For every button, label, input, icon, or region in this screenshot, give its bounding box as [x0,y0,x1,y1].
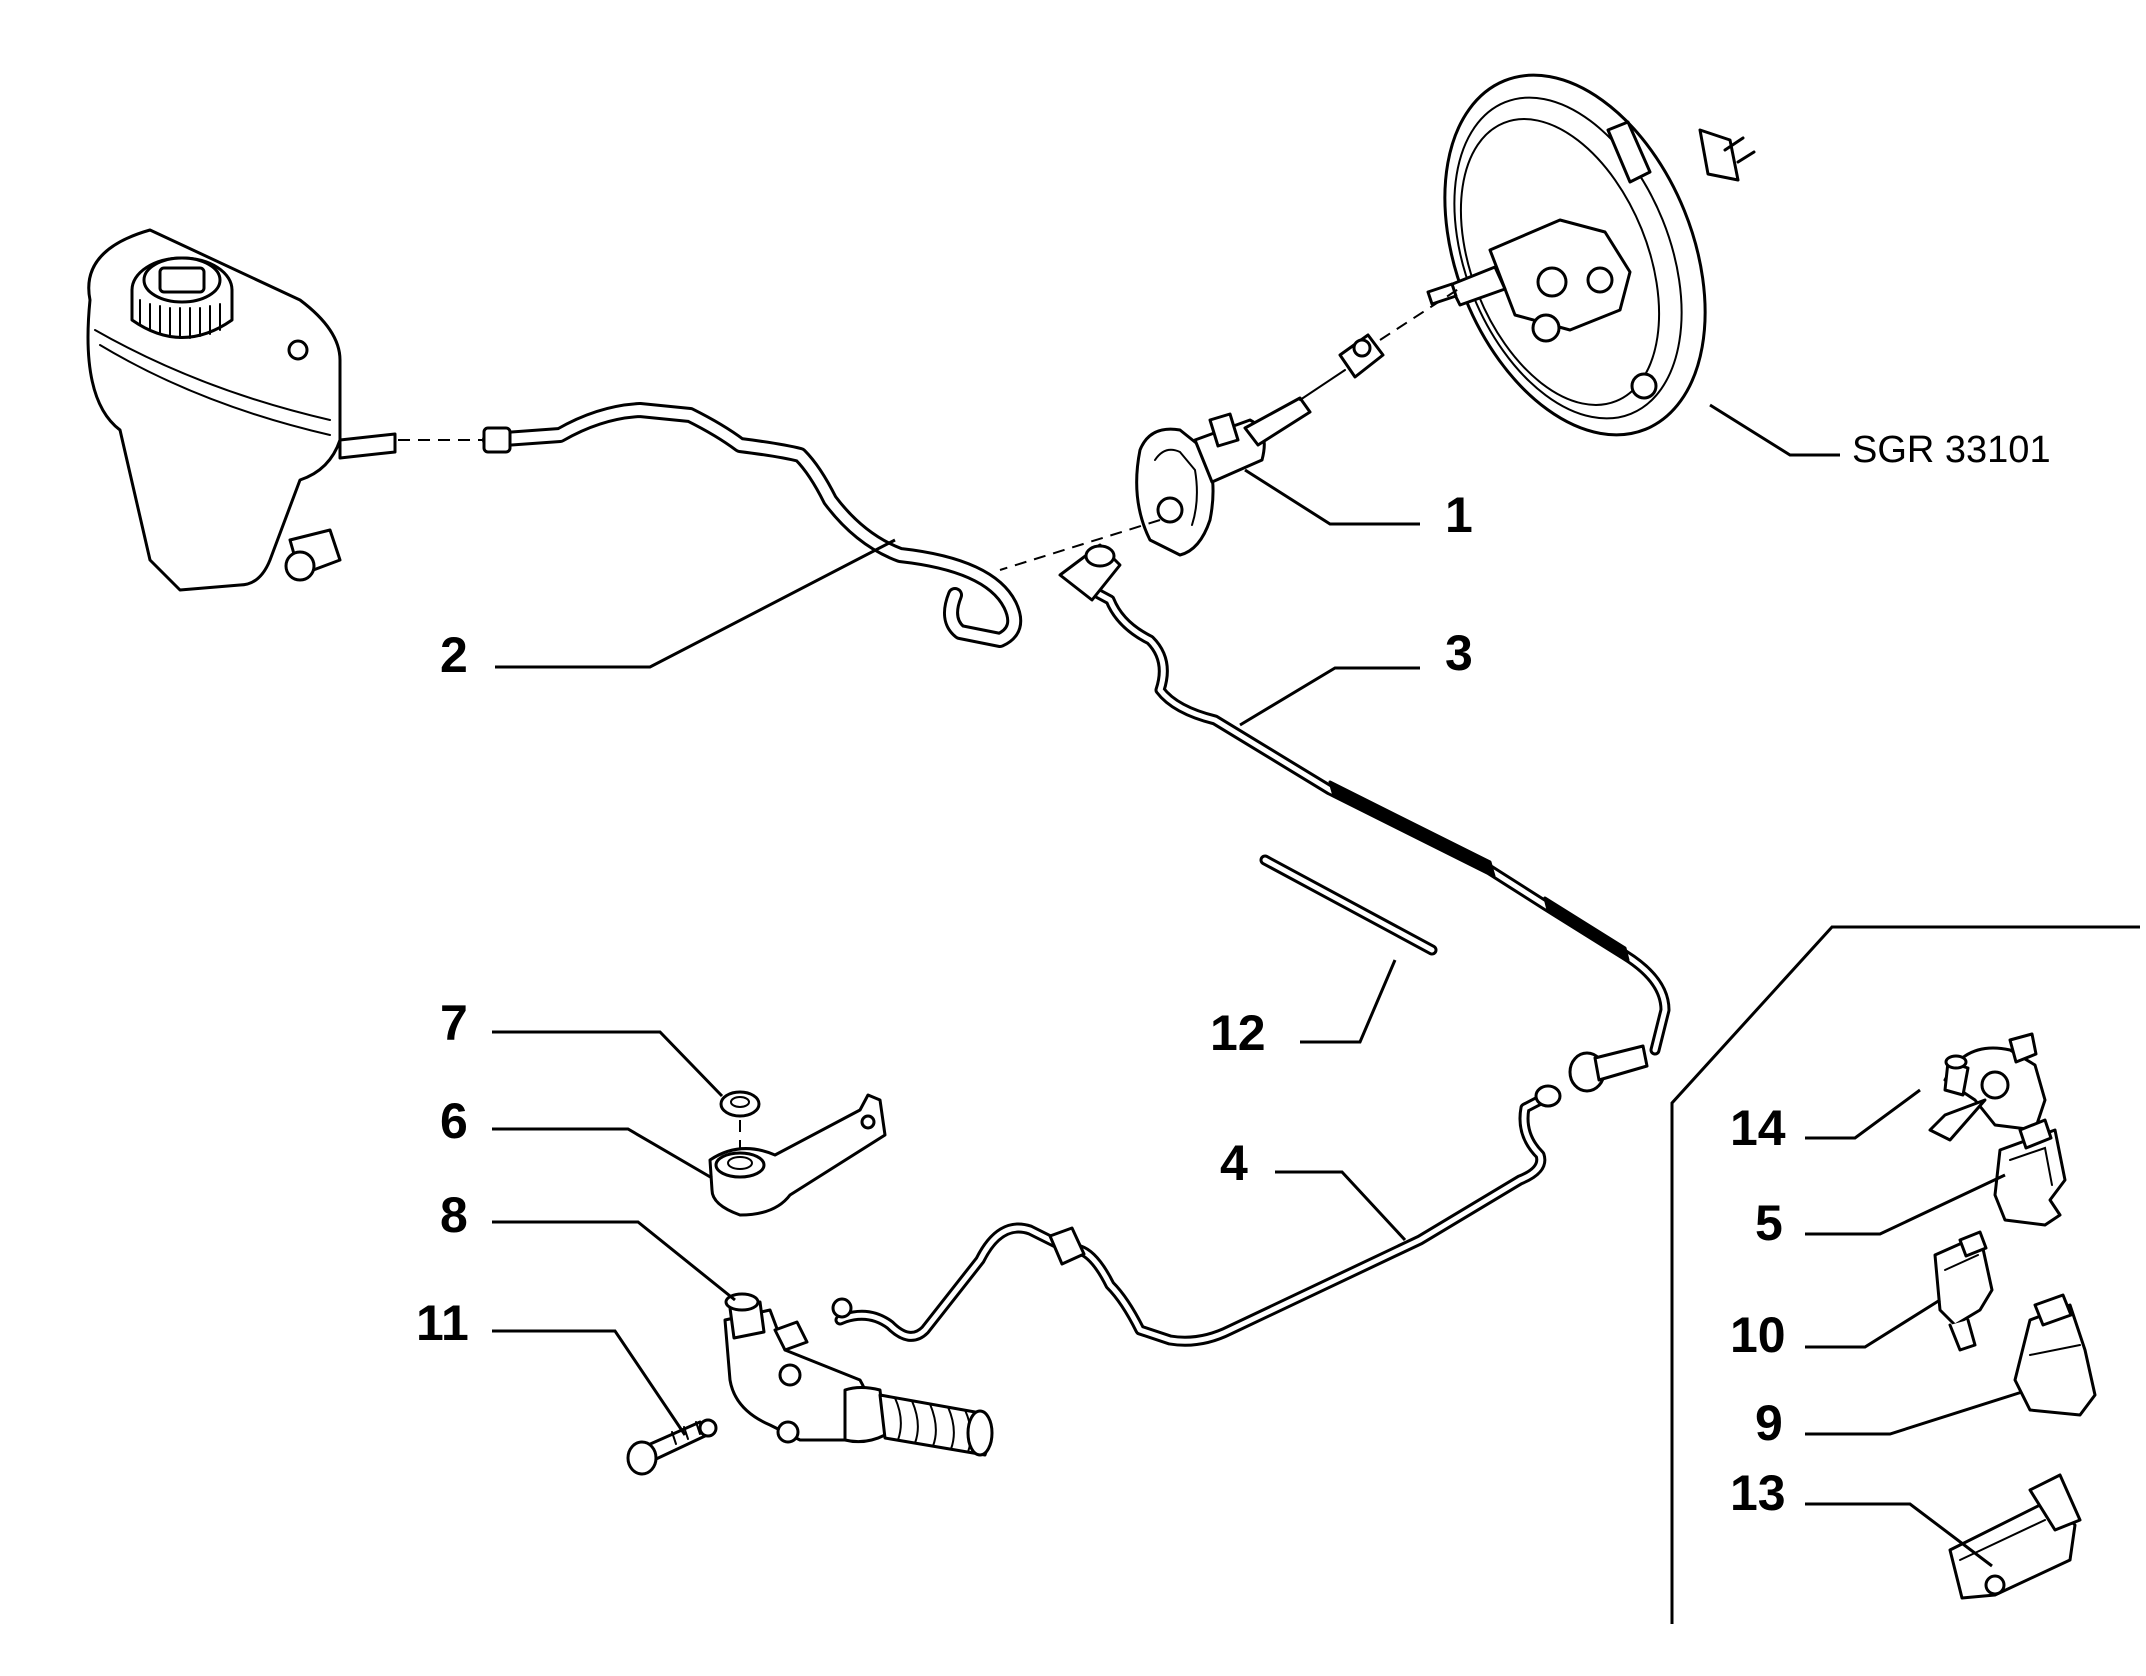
callout-11: 11 [416,1295,469,1351]
callout-8: 8 [440,1187,468,1243]
callout-labels: 1 2 3 4 5 6 7 8 9 10 11 12 13 14 SGR 331… [416,429,2051,1521]
leader-1 [1244,468,1420,526]
leader-8 [492,1220,736,1302]
clip-10 [1933,1230,1994,1352]
leader-12 [1300,959,1397,1044]
leader-2 [495,538,896,669]
leader-13 [1805,1502,1993,1568]
callout-14: 14 [1730,1100,1786,1156]
clip-5 [1993,1118,2067,1227]
callout-9: 9 [1755,1395,1783,1451]
clutch-slave-cylinder [723,1292,994,1457]
leader-7 [492,1030,724,1098]
fluid-reservoir [86,228,397,592]
brake-booster [1426,73,1756,437]
reference-code: SGR 33101 [1852,429,2051,471]
leader-lines [492,403,2023,1568]
callout-10: 10 [1730,1307,1786,1363]
leader-5 [1805,1173,2006,1236]
clip-13 [1948,1473,2082,1600]
clip-14 [1928,1032,2047,1142]
clip-9 [2013,1293,2097,1417]
reservoir-supply-hose [482,402,1023,648]
leader-3 [1239,666,1420,727]
leader-14 [1805,1088,1921,1140]
clutch-pressure-pipe-lower [831,1084,1562,1347]
release-lever [708,1093,887,1217]
washer [719,1090,761,1118]
callout-6: 6 [440,1093,468,1149]
callout-3: 3 [1445,625,1473,681]
leader-4 [1275,1170,1407,1242]
inset-frame [1670,925,2140,1624]
clutch-pressure-pipe-upper [1058,543,1671,1093]
clutch-master-cylinder [1135,333,1385,557]
leader-ref [1709,403,1840,457]
leader-10 [1805,1298,1941,1349]
callout-7: 7 [440,995,468,1051]
callout-13: 13 [1730,1465,1786,1521]
callout-1: 1 [1445,487,1473,543]
bolt [626,1418,718,1476]
leader-9 [1805,1390,2023,1436]
callout-5: 5 [1755,1195,1783,1251]
callout-12: 12 [1210,1005,1266,1061]
callout-4: 4 [1220,1135,1248,1191]
push-rod [1259,854,1438,956]
leader-6 [492,1127,713,1180]
leader-11 [492,1329,687,1436]
callout-2: 2 [440,627,468,683]
